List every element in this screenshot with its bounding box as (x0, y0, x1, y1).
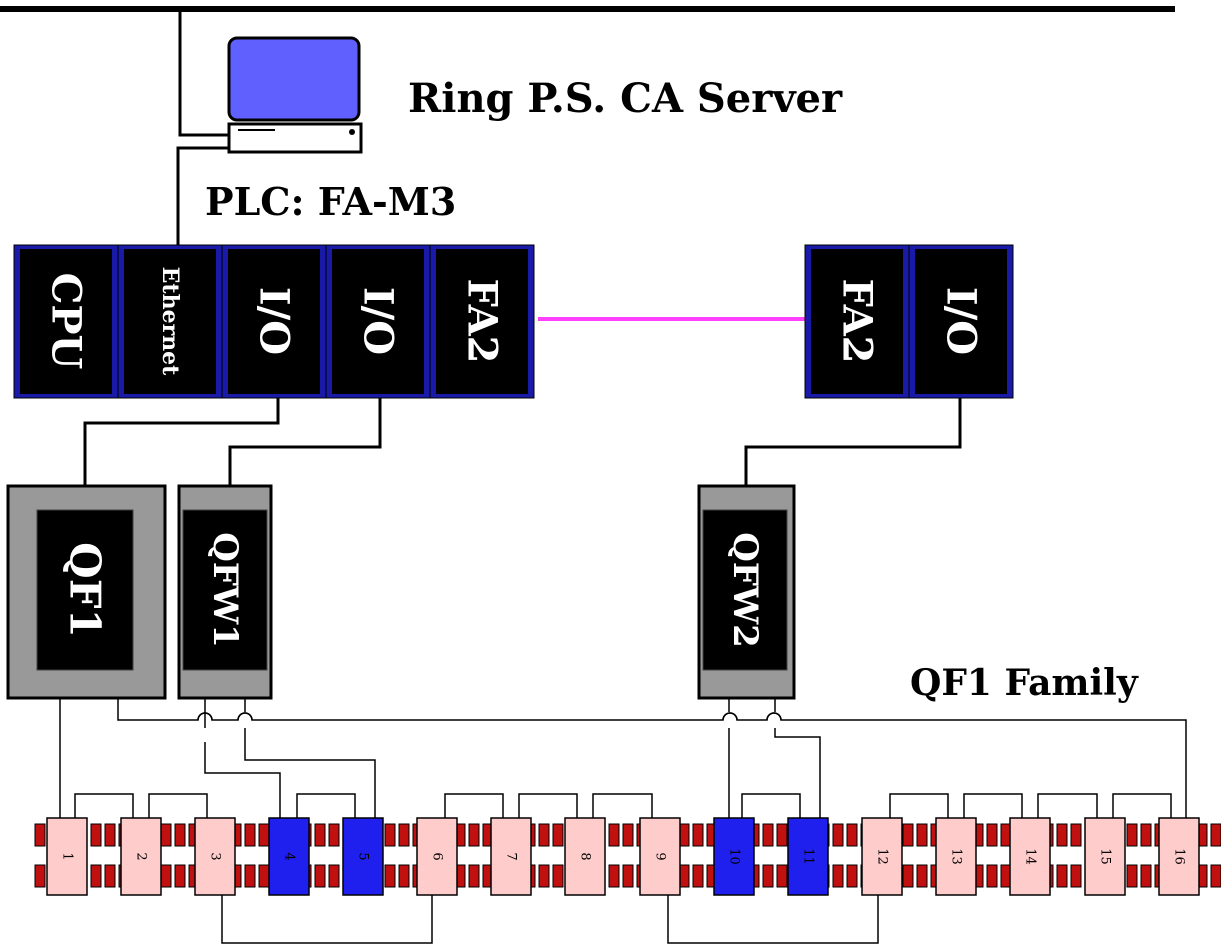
magnet-number: 3 (208, 852, 223, 860)
magnet-4: 4 (268, 817, 310, 896)
module-label: I/O (251, 287, 298, 355)
magnet-13: 13 (935, 817, 977, 896)
magnet-wiring (74, 793, 1172, 818)
plc-rack: CPU Ethernet I/O I/O FA2 (13, 244, 535, 399)
magnet-1: 1 (46, 817, 88, 896)
magnet-9: 9 (639, 817, 681, 896)
magnet-number: 16 (1172, 848, 1187, 865)
magnet-number: 2 (134, 852, 149, 860)
magnet-10: 10 (713, 817, 755, 896)
server-to-plc-line (176, 146, 230, 245)
magnet-3: 3 (194, 817, 236, 896)
magnet-number: 7 (504, 852, 519, 860)
module-label: CPU (43, 273, 90, 370)
plc-module-ethernet: Ethernet (117, 244, 223, 399)
plc-module-fa2: FA2 (804, 244, 910, 399)
bus-drop-line (178, 9, 230, 137)
power-supply-qf1: QF1 (6, 484, 167, 700)
module-label: Ethernet (157, 267, 183, 377)
module-label: I/O (938, 287, 985, 355)
magnet-number: 8 (578, 852, 593, 860)
plc-module-io: I/O (325, 244, 431, 399)
power-supplies: QF1 QFW1 QFW2 (6, 484, 796, 700)
magnet-number: 13 (949, 848, 964, 865)
plc-module-fa2: FA2 (429, 244, 535, 399)
family-title: QF1 Family (910, 662, 1139, 704)
magnet-number: 15 (1098, 848, 1113, 865)
magnet-14: 14 (1009, 817, 1051, 896)
power-supply-label: QFW1 (205, 532, 245, 648)
magnet-11: 11 (787, 817, 829, 896)
io3-to-qfw2-line (744, 398, 962, 486)
magnet-2: 2 (120, 817, 162, 896)
power-supply-label: QF1 (61, 542, 110, 638)
io2-to-qfw1-line (228, 398, 382, 486)
magnet-number: 11 (801, 848, 816, 865)
magnet-number: 12 (875, 848, 890, 865)
plc-module-io: I/O (908, 244, 1014, 399)
magnet-8: 8 (564, 817, 606, 896)
magnet-16: 16 (1158, 817, 1200, 896)
magnet-15: 15 (1084, 817, 1126, 896)
magnet-number: 1 (60, 852, 75, 860)
module-label: I/O (355, 287, 402, 355)
computer-icon (227, 36, 363, 154)
server-title: Ring P.S. CA Server (408, 75, 843, 122)
magnet-12: 12 (861, 817, 903, 896)
module-label: FA2 (459, 279, 506, 364)
plc-module-io: I/O (221, 244, 327, 399)
magnet-number: 6 (430, 852, 445, 860)
plc-module-cpu: CPU (13, 244, 119, 399)
power-supply-qfw2: QFW2 (697, 484, 796, 700)
io1-to-qf1-line (83, 398, 280, 486)
remote-rack: FA2 I/O (804, 244, 1014, 399)
power-supply-qfw1: QFW1 (177, 484, 273, 700)
magnet-number: 9 (653, 852, 668, 860)
module-label: FA2 (834, 279, 881, 364)
plc-title: PLC: FA-M3 (205, 179, 456, 224)
magnet-number: 10 (727, 848, 742, 865)
magnet-5: 5 (342, 817, 384, 896)
magnet-number: 4 (282, 852, 297, 860)
feed-lines (59, 698, 1187, 944)
magnet-7: 7 (490, 817, 532, 896)
magnet-number: 14 (1023, 848, 1038, 865)
magnet-number: 5 (356, 852, 371, 860)
magnet-6: 6 (416, 817, 458, 896)
power-supply-label: QFW2 (725, 532, 765, 648)
